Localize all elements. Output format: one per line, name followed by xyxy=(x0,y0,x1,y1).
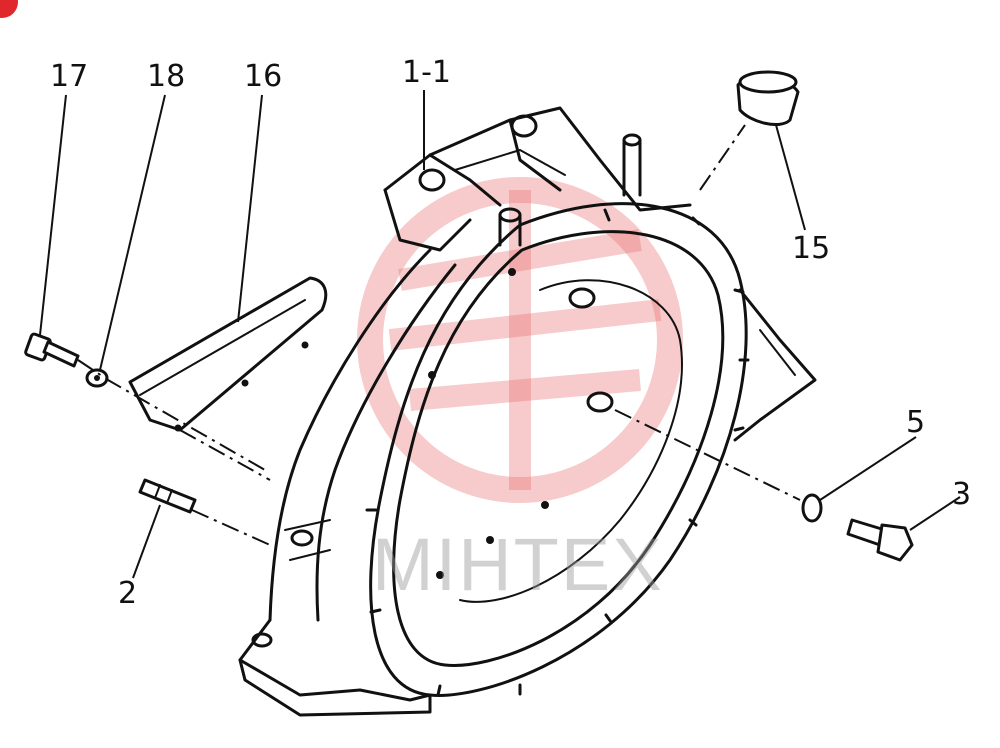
bolt-part-17 xyxy=(24,332,80,368)
assembly-lines xyxy=(77,124,801,546)
corner-mark xyxy=(0,0,18,18)
bolt-part-3 xyxy=(846,518,914,562)
flywheel-housing xyxy=(238,106,817,717)
leader-lines xyxy=(39,90,961,579)
plug-part-15 xyxy=(736,70,800,126)
callout-3: 3 xyxy=(952,477,971,512)
callout-16: 16 xyxy=(244,59,282,94)
callout-1-1: 1-1 xyxy=(402,55,451,90)
washer-part-5 xyxy=(801,493,823,523)
callout-18: 18 xyxy=(147,59,185,94)
callout-15: 15 xyxy=(792,231,830,266)
callout-2: 2 xyxy=(118,576,137,611)
washer-part-18 xyxy=(85,368,109,388)
callout-17: 17 xyxy=(50,59,88,94)
watermark-text: MIHTEX xyxy=(372,523,664,606)
stud-part-2 xyxy=(138,478,197,514)
callout-5: 5 xyxy=(906,405,925,440)
cover-plate-part-16 xyxy=(128,276,328,432)
